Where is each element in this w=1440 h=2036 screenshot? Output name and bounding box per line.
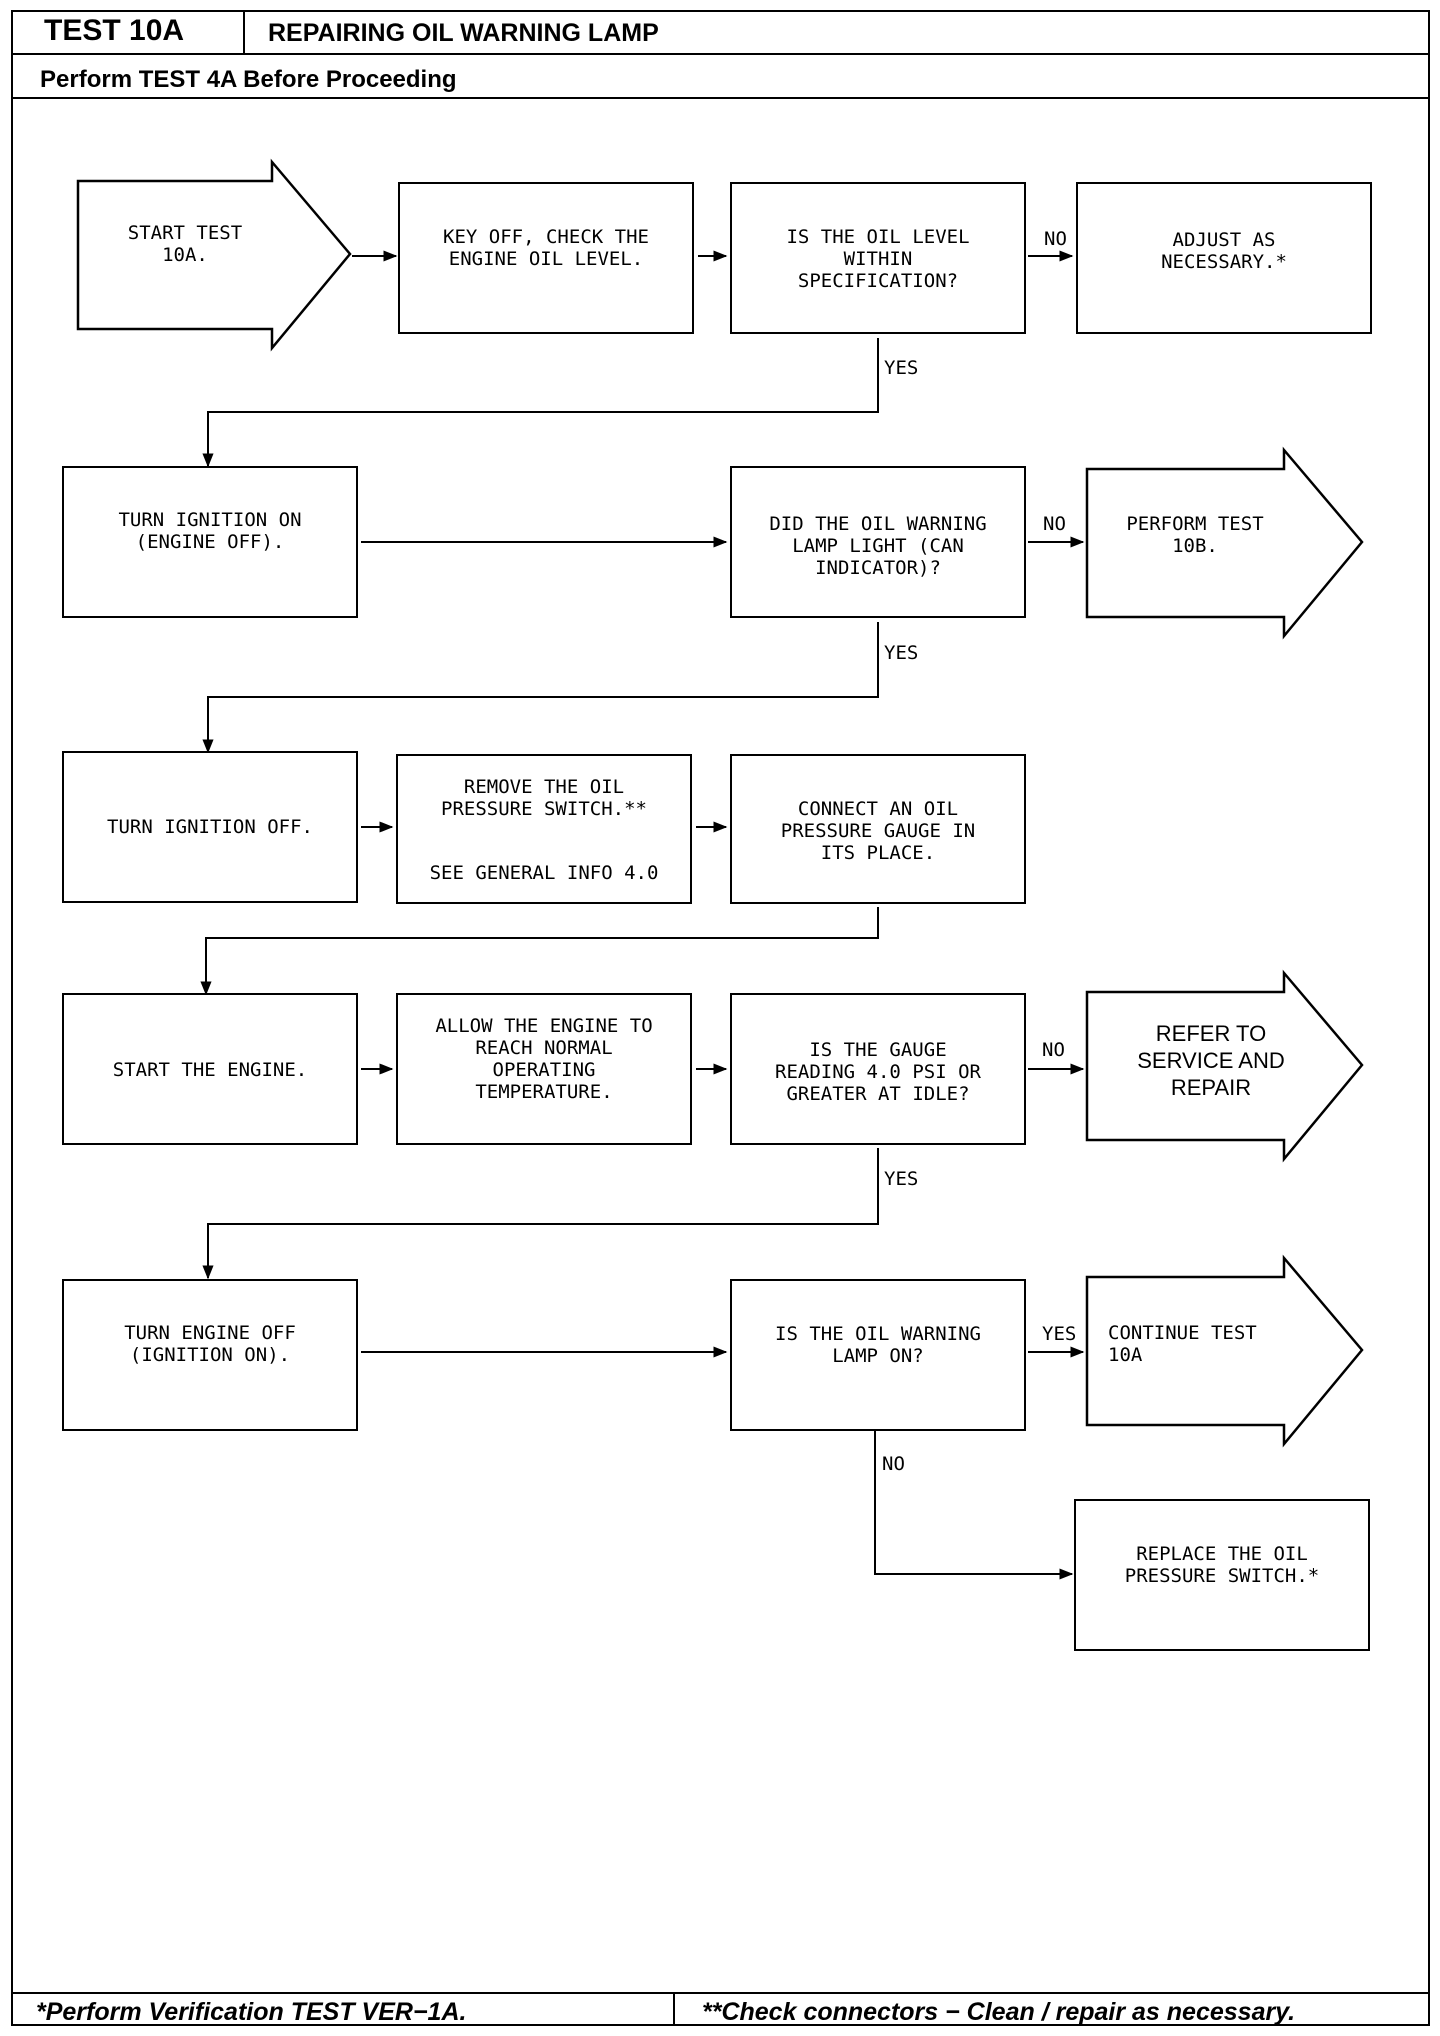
yes-label: YES — [884, 357, 919, 379]
gauge-question-text: IS THE GAUGE READING 4.0 PSI OR GREATER … — [775, 1039, 981, 1105]
continue-10a-arrow-shape — [1085, 1254, 1364, 1448]
footer-connectors-note: **Check connectors − Clean / repair as n… — [702, 1998, 1296, 2026]
turn-ignition-on-box: TURN IGNITION ON (ENGINE OFF). — [62, 466, 358, 618]
header-divider — [11, 53, 1430, 55]
refer-service-arrow-shape — [1085, 969, 1364, 1163]
yes-label: YES — [884, 642, 919, 664]
key-off-box: KEY OFF, CHECK THE ENGINE OIL LEVEL. — [398, 182, 694, 334]
replace-switch-box: REPLACE THE OIL PRESSURE SWITCH.* — [1074, 1499, 1370, 1651]
start-arrow-shape — [76, 158, 352, 352]
allow-engine-text: ALLOW THE ENGINE TO REACH NORMAL OPERATI… — [435, 1015, 653, 1103]
no-label: NO — [1044, 228, 1067, 250]
gauge-question-box: IS THE GAUGE READING 4.0 PSI OR GREATER … — [730, 993, 1026, 1145]
yes-label: YES — [1042, 1323, 1077, 1345]
footer-verification-note: *Perform Verification TEST VER−1A. — [36, 1998, 467, 2026]
start-engine-text: START THE ENGINE. — [112, 1059, 308, 1081]
see-general-info-text: SEE GENERAL INFO 4.0 — [429, 862, 659, 884]
turn-ignition-off-box: TURN IGNITION OFF. — [62, 751, 358, 903]
lamp-on-question-text: IS THE OIL WARNING LAMP ON? — [775, 1323, 981, 1367]
remove-switch-box: REMOVE THE OIL PRESSURE SWITCH.** SEE GE… — [396, 754, 692, 904]
subheader-divider — [11, 97, 1430, 99]
lamp-light-question-text: DID THE OIL WARNING LAMP LIGHT (CAN INDI… — [769, 513, 987, 579]
adjust-box: ADJUST AS NECESSARY.* — [1076, 182, 1372, 334]
turn-ignition-on-text: TURN IGNITION ON (ENGINE OFF). — [118, 509, 302, 553]
footer-divider — [11, 1992, 1430, 1994]
no-label: NO — [1042, 1039, 1065, 1061]
turn-engine-off-box: TURN ENGINE OFF (IGNITION ON). — [62, 1279, 358, 1431]
prerequisite-note: Perform TEST 4A Before Proceeding — [40, 66, 457, 93]
oil-level-question-box: IS THE OIL LEVEL WITHIN SPECIFICATION? — [730, 182, 1026, 334]
lamp-light-question-box: DID THE OIL WARNING LAMP LIGHT (CAN INDI… — [730, 466, 1026, 618]
remove-switch-text: REMOVE THE OIL PRESSURE SWITCH.** — [441, 776, 647, 820]
footer-separator — [673, 1992, 675, 2026]
connect-gauge-text: CONNECT AN OIL PRESSURE GAUGE IN ITS PLA… — [780, 798, 976, 864]
allow-engine-box: ALLOW THE ENGINE TO REACH NORMAL OPERATI… — [396, 993, 692, 1145]
page-frame — [11, 10, 1430, 2026]
lamp-on-question-box: IS THE OIL WARNING LAMP ON? — [730, 1279, 1026, 1431]
adjust-text: ADJUST AS NECESSARY.* — [1161, 229, 1287, 273]
perform-test-10b-label: PERFORM TEST 10B. — [1126, 513, 1264, 557]
no-label: NO — [882, 1453, 905, 1475]
perform-10b-arrow-shape — [1085, 446, 1364, 640]
start-engine-box: START THE ENGINE. — [62, 993, 358, 1145]
replace-switch-text: REPLACE THE OIL PRESSURE SWITCH.* — [1124, 1543, 1320, 1587]
no-label: NO — [1043, 513, 1066, 535]
connect-gauge-box: CONNECT AN OIL PRESSURE GAUGE IN ITS PLA… — [730, 754, 1026, 904]
header-separator — [243, 10, 245, 54]
oil-level-question-text: IS THE OIL LEVEL WITHIN SPECIFICATION? — [786, 226, 970, 292]
page-title: REPAIRING OIL WARNING LAMP — [268, 19, 659, 47]
turn-engine-off-text: TURN ENGINE OFF (IGNITION ON). — [124, 1322, 296, 1366]
refer-service-label: REFER TO SERVICE AND REPAIR — [1137, 1021, 1285, 1100]
turn-ignition-off-text: TURN IGNITION OFF. — [107, 816, 313, 838]
test-id: TEST 10A — [44, 14, 185, 47]
start-test-label: START TEST 10A. — [127, 222, 243, 266]
yes-label: YES — [884, 1168, 919, 1190]
continue-test-10a-label: CONTINUE TEST 10A — [1108, 1322, 1257, 1366]
key-off-text: KEY OFF, CHECK THE ENGINE OIL LEVEL. — [443, 226, 649, 270]
